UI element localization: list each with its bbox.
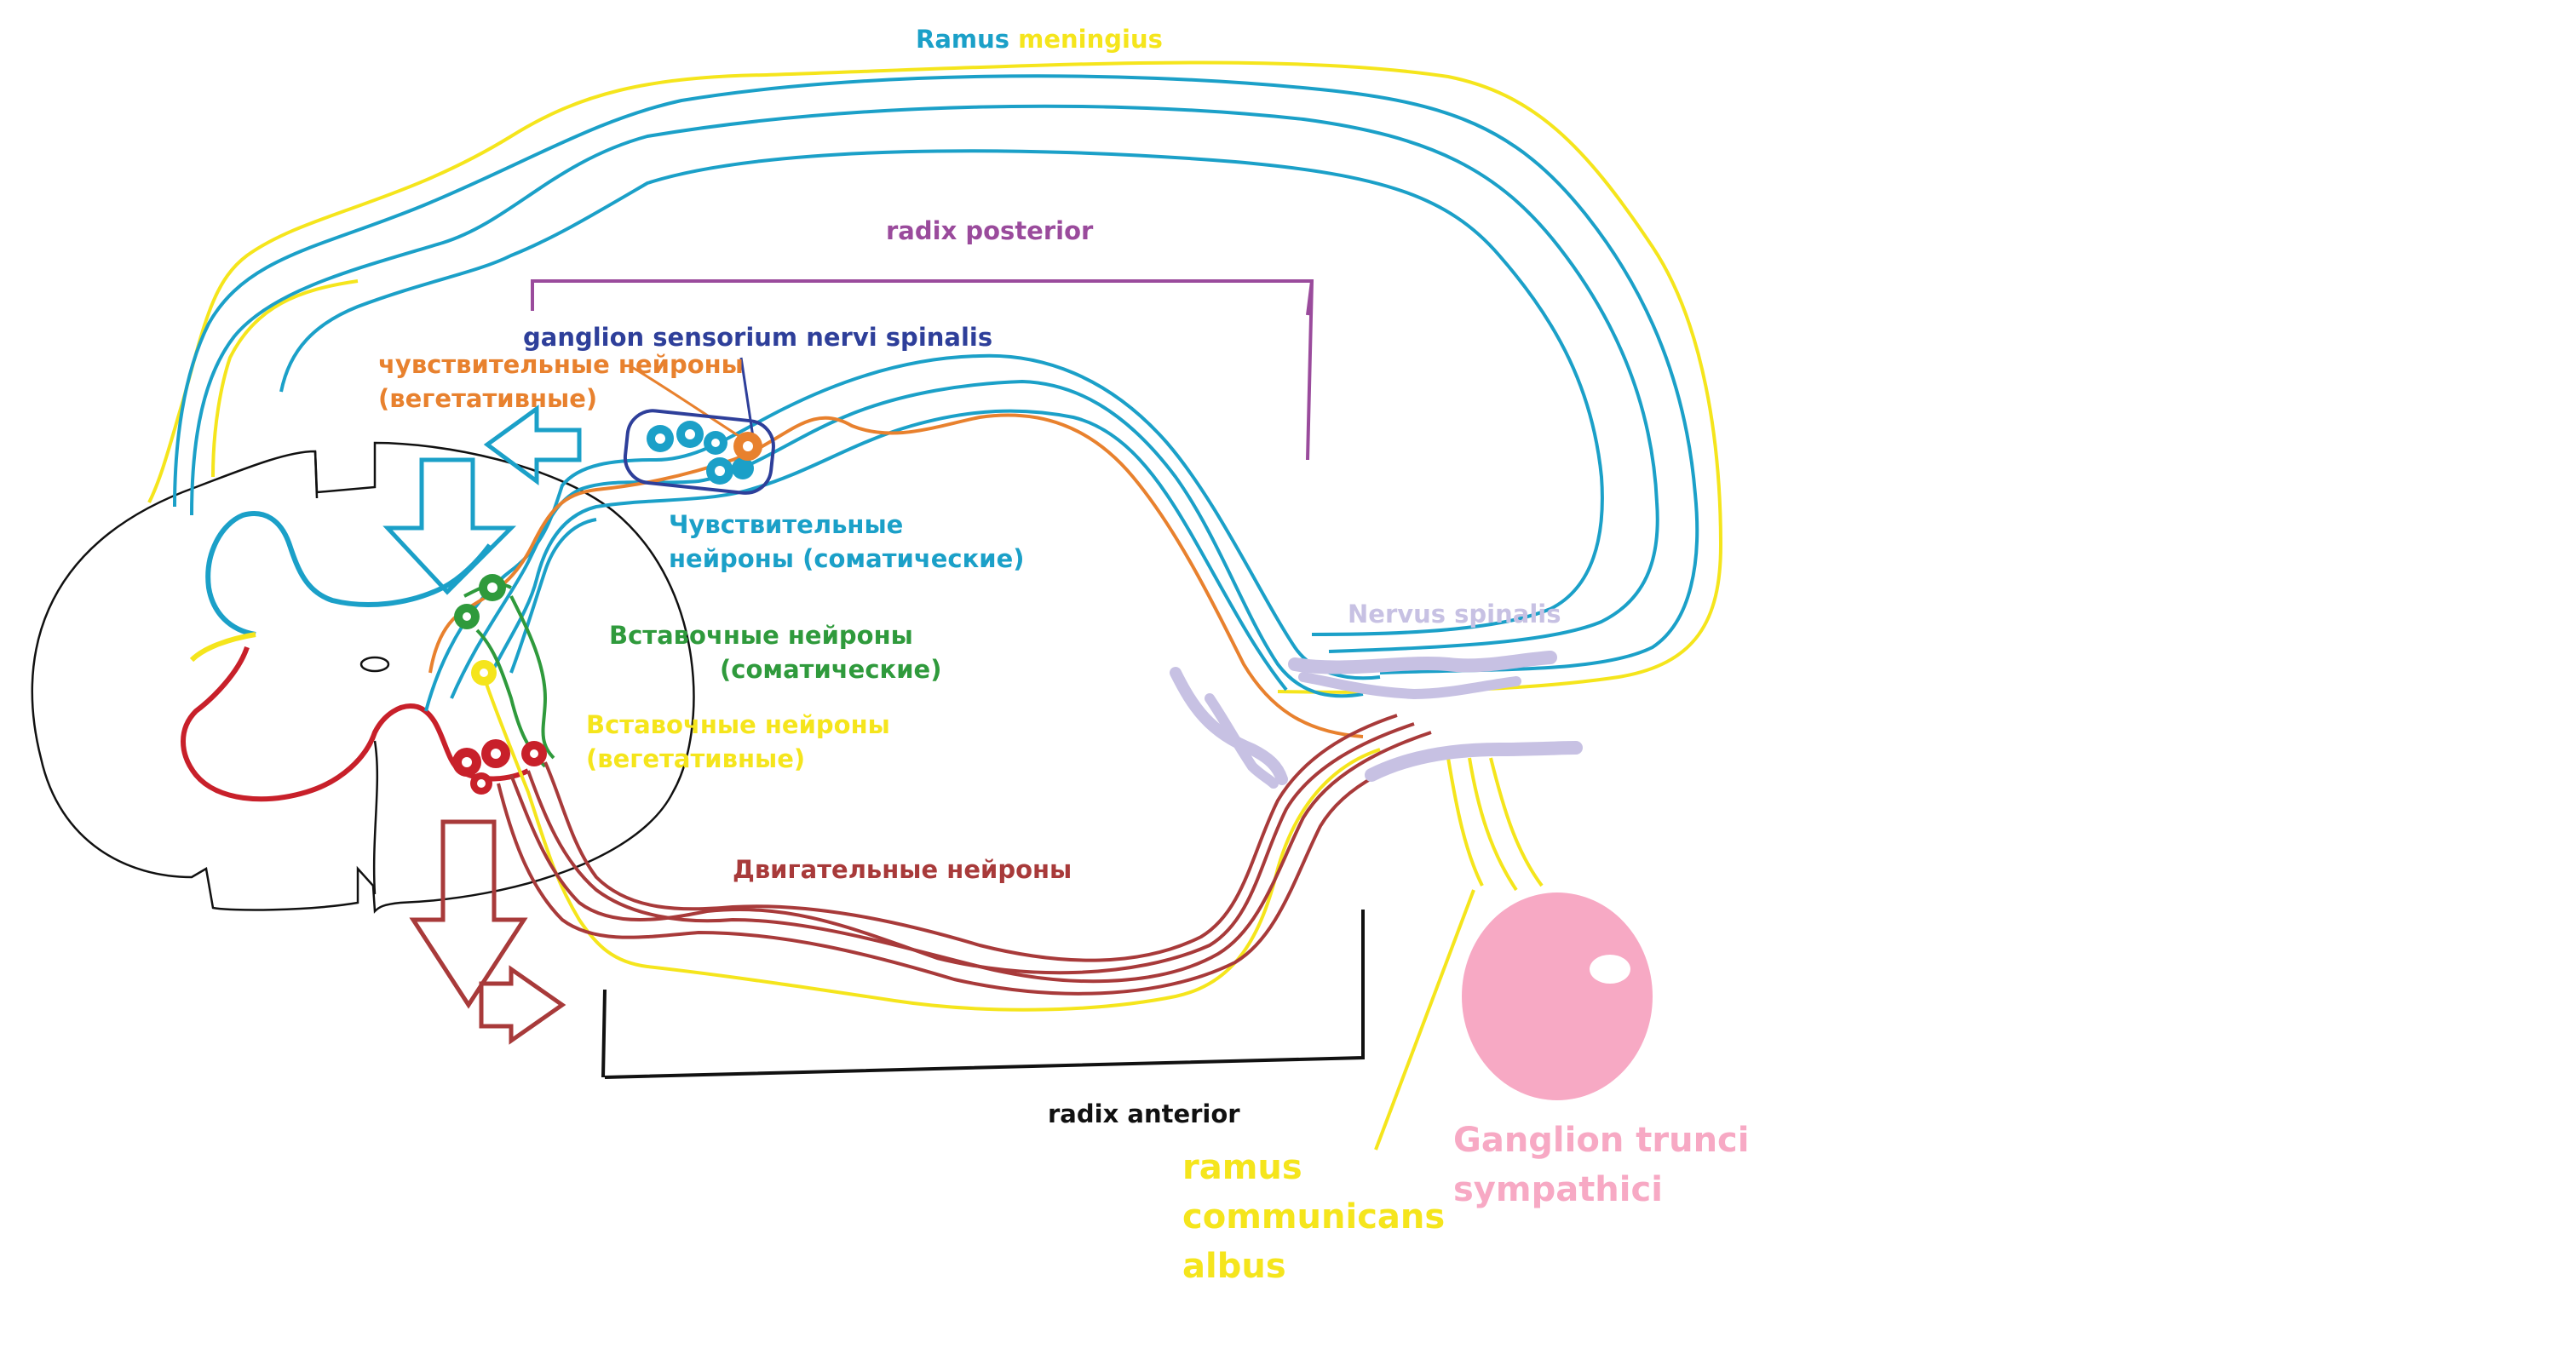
ramus-communicans-pointer	[1374, 889, 1475, 1151]
label-ramus-communicans: ramus communicans albus	[1182, 1143, 1445, 1291]
interneuron-fibre-green-2	[509, 595, 555, 760]
label-radix-posterior: radix posterior	[886, 216, 1094, 245]
label-interneurons-vegetative-line1: Вставочные нейроны	[586, 710, 890, 739]
label-motor-neurons: Двигательные нейроны	[733, 855, 1072, 884]
label-ramus-communicans-line3: albus	[1182, 1247, 1286, 1286]
radix-anterior-bracket	[601, 910, 1365, 1079]
sensory-fibre-blue-3	[484, 409, 1288, 692]
label-sensory-somatic-line1: Чувствительные	[669, 510, 904, 539]
anterior-median-fissure	[372, 740, 379, 895]
label-ganglion-trunci: Ganglion trunci sympathici	[1453, 1116, 1749, 1214]
label-interneurons-somatic: Вставочные нейроны (соматические)	[609, 620, 941, 686]
efferent-arrow-right	[479, 965, 566, 1045]
label-ganglion-trunci-line2: sympathici	[1453, 1170, 1663, 1209]
sensory-fibre-orange	[428, 413, 1364, 738]
central-canal	[359, 656, 390, 673]
nervus-spinalis-branch-2	[1205, 693, 1279, 789]
sensory-fibre-blue-2	[450, 379, 1364, 699]
motor-fibre-4	[543, 714, 1398, 962]
sensory-fibre-blue-4	[509, 518, 597, 674]
motor-fibre-3	[497, 748, 1449, 996]
label-sensory-somatic: Чувствительные нейроны (соматические)	[669, 509, 1025, 575]
ramus-communicans-fibre-2	[1468, 757, 1518, 892]
label-sensory-somatic-line2: нейроны (соматические)	[669, 544, 1025, 574]
label-interneurons-vegetative-line2: (вегетативные)	[586, 744, 806, 774]
ramus-meningius-blue-2	[190, 104, 1659, 653]
vegetative-sensory-neuron	[733, 432, 762, 461]
ganglion-label-pointer	[739, 357, 756, 444]
label-ramus-meningius: Ramus meningius	[916, 24, 1163, 55]
grey-matter-dorsal-horn	[205, 511, 492, 637]
label-ganglion-trunci-line1: Ganglion trunci	[1453, 1121, 1750, 1160]
ramus-meningius-blue-1	[173, 74, 1699, 674]
ganglion-trunci-highlight	[1590, 955, 1630, 984]
label-sensory-vegetative-line2: (вегетативные)	[378, 384, 598, 414]
label-nervus-spinalis: Nervus spinalis	[1348, 600, 1561, 628]
sensory-fibre-orange-link	[630, 364, 750, 445]
motor-fibre-1	[509, 722, 1415, 975]
label-radix-anterior: radix anterior	[1048, 1099, 1240, 1128]
nervus-spinalis-branch-3	[1298, 672, 1521, 700]
grey-matter-dorsal-horn-left	[189, 632, 256, 663]
ramus-communicans-fibre-3	[1489, 757, 1544, 887]
label-ramus-communicans-line2: communicans	[1182, 1197, 1446, 1237]
efferent-arrow-down	[409, 819, 528, 1009]
ramus-meningius-yellow-inner	[211, 279, 359, 478]
afferent-arrow-left	[483, 405, 582, 485]
sensory-neuron-bodies	[647, 421, 754, 485]
ganglion-trunci-sympathici	[1462, 892, 1653, 1100]
motor-fibre-2	[526, 731, 1432, 984]
label-ramus-meningius-part1: Ramus	[916, 25, 1010, 54]
label-ramus-meningius-part2: meningius	[1018, 25, 1163, 54]
posterior-median-sulcus	[313, 451, 319, 499]
radix-posterior-bracket	[531, 279, 1314, 461]
spinal-cord-outline	[31, 441, 695, 914]
ramus-communicans-fibre-1	[1446, 757, 1484, 887]
ramus-meningius-yellow-outer	[147, 60, 1723, 694]
spinal-ganglion-capsule	[623, 409, 775, 495]
label-interneurons-somatic-line1: Вставочные нейроны	[609, 621, 913, 650]
label-ganglion-sensorium: ganglion sensorium nervi spinalis	[523, 323, 993, 352]
afferent-arrow-down	[382, 457, 517, 595]
nervus-spinalis-lower	[1365, 741, 1583, 782]
ramus-meningius-blue-3	[279, 149, 1604, 636]
nervus-spinalis-upper	[1288, 651, 1557, 674]
vegetative-interneuron	[471, 660, 497, 686]
label-ramus-communicans-line1: ramus	[1182, 1148, 1302, 1187]
label-interneurons-vegetative: Вставочные нейроны (вегетативные)	[586, 709, 890, 775]
somatic-interneurons	[454, 574, 506, 629]
label-sensory-vegetative: чувствительные нейроны (вегетативные)	[378, 349, 744, 415]
motor-neuron-bodies	[452, 739, 547, 795]
label-sensory-vegetative-line1: чувствительные нейроны	[378, 350, 744, 379]
label-interneurons-somatic-line2: (соматические)	[720, 655, 942, 685]
